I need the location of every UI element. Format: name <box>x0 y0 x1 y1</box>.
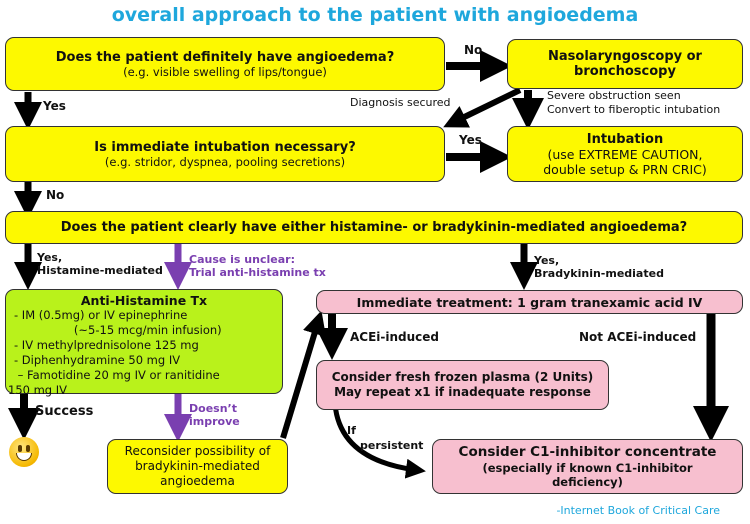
edge-label-convert-fiberoptic: Convert to fiberoptic intubation <box>547 103 721 116</box>
edge-label-not-acei-induced: Not ACEi-induced <box>579 330 697 344</box>
edge-label-if: If <box>347 424 356 437</box>
edge-label-line: Cause is unclear: <box>189 253 295 266</box>
node-title: Consider C1-inhibitor concentrate <box>458 444 717 460</box>
edge-label-severe-obstruction: Severe obstruction seen <box>547 89 681 102</box>
node-histamine-or-bradykinin: Does the patient clearly have either his… <box>5 211 743 244</box>
smiley-face-icon <box>9 437 39 467</box>
node-anti-histamine-tx: Anti-Histamine Tx - IM (0.5mg) or IV epi… <box>5 289 283 397</box>
node-subtitle: (e.g. visible swelling of lips/tongue) <box>123 64 327 79</box>
treatment-item: – Famotidine 20 mg IV or ranitidine <box>14 368 220 382</box>
node-c1-inhibitor: Consider C1-inhibitor concentrate (espec… <box>432 439 743 494</box>
arrow-ffp-to-c1 <box>332 403 426 479</box>
treatment-item: - Diphenhydramine 50 mg IV <box>14 353 181 367</box>
node-subtitle: (e.g. stridor, dyspnea, pooling secretio… <box>104 154 346 169</box>
node-intubation: Intubation (use EXTREME CAUTION, double … <box>507 126 743 182</box>
edge-label-no: No <box>46 188 65 202</box>
node-line: May repeat x1 if inadequate response <box>334 385 591 399</box>
treatment-item: (~5-15 mcg/min infusion) <box>52 323 222 337</box>
node-line: (especially if known C1-inhibitor <box>482 461 693 475</box>
edge-label-line: improve <box>189 415 240 428</box>
node-line: Reconsider possibility of <box>124 444 271 458</box>
arrow-reconsider-to-txa <box>280 310 327 439</box>
node-title: Is immediate intubation necessary? <box>94 139 356 155</box>
edge-label-no: No <box>464 43 483 57</box>
node-title: Does the patient clearly have either his… <box>60 220 688 235</box>
node-title: Intubation <box>586 131 664 147</box>
node-title: Immediate treatment: 1 gram tranexamic a… <box>356 294 703 310</box>
edge-label-cause-unclear: Cause is unclear: Trial anti-histamine t… <box>189 253 326 279</box>
node-line: angioedema <box>160 474 235 488</box>
edge-label-persistent: persistent <box>360 439 424 452</box>
edge-label-line: Doesn’t <box>189 402 237 415</box>
node-reconsider-bradykinin: Reconsider possibility of bradykinin-med… <box>107 439 288 494</box>
node-title: Anti-Histamine Tx <box>80 293 208 308</box>
node-tranexamic-acid: Immediate treatment: 1 gram tranexamic a… <box>316 290 743 314</box>
node-line: (use EXTREME CAUTION, <box>547 146 703 162</box>
edge-label-line: Yes, <box>37 251 63 264</box>
node-nasolaryngoscopy: Nasolaryngoscopy or bronchoscopy <box>507 39 743 89</box>
edge-label-yes: Yes <box>43 99 66 113</box>
diagram-title: overall approach to the patient with ang… <box>111 4 639 26</box>
credit-text: -Internet Book of Critical Care <box>556 504 720 517</box>
edge-label-line: Yes, <box>534 254 560 267</box>
node-line: deficiency) <box>552 475 623 489</box>
treatment-item: 150 mg IV <box>8 383 68 397</box>
node-fresh-frozen-plasma: Consider fresh frozen plasma (2 Units) M… <box>316 360 609 410</box>
node-line: bradykinin-mediated <box>135 459 260 473</box>
node-definite-angioedema: Does the patient definitely have angioed… <box>5 37 445 91</box>
arrow-scope-to-q2 <box>443 87 522 128</box>
node-line: double setup & PRN CRIC) <box>543 161 707 177</box>
treatment-item: - IM (0.5mg) or IV epinephrine <box>14 308 188 322</box>
edge-label-acei-induced: ACEi-induced <box>350 330 440 344</box>
edge-label-line: Trial anti-histamine tx <box>189 266 326 279</box>
node-immediate-intubation: Is immediate intubation necessary? (e.g.… <box>5 126 445 182</box>
edge-label-yes: Yes <box>459 133 482 147</box>
edge-label-line: Bradykinin-mediated <box>534 267 664 280</box>
edge-label-success: Success <box>35 404 94 419</box>
edge-label-histamine: Yes, Histamine-mediated <box>37 251 163 277</box>
edge-label-doesnt-improve: Doesn’t improve <box>189 402 240 428</box>
edge-label-diagnosis-secured: Diagnosis secured <box>350 96 451 109</box>
node-line: Consider fresh frozen plasma (2 Units) <box>331 370 594 384</box>
edge-label-bradykinin: Yes, Bradykinin-mediated <box>534 254 664 280</box>
node-title: Does the patient definitely have angioed… <box>55 49 395 65</box>
treatment-item: - IV methylprednisolone 125 mg <box>14 338 199 352</box>
node-title: Nasolaryngoscopy or bronchoscopy <box>548 49 702 79</box>
edge-label-line: Histamine-mediated <box>37 264 163 277</box>
